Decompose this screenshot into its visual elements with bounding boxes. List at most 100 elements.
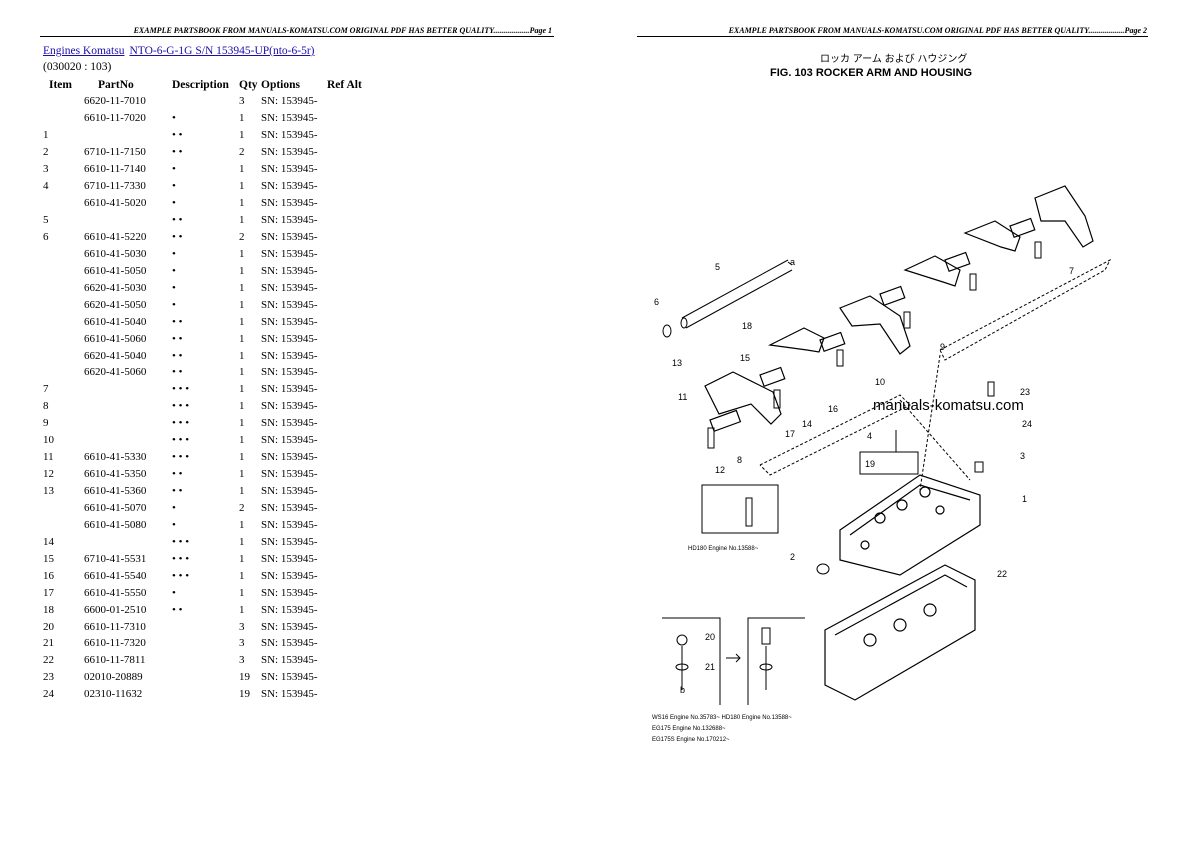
cell-qty: 1 (239, 383, 245, 396)
cell-qty: 1 (239, 552, 245, 565)
cell-options: SN: 153945- (261, 468, 318, 481)
footnote-1: WS16 Engine No.35783~ HD180 Engine No.13… (652, 715, 792, 721)
cell-partno: 6620-11-7010 (84, 95, 146, 108)
cell-ref-alt (327, 313, 377, 330)
rocker-cover (824, 564, 976, 701)
cell-partno: 6610-11-7811 (84, 654, 146, 667)
cell-qty: 1 (239, 332, 245, 345)
rocker-shaft (680, 259, 793, 329)
cell-ref-alt (327, 500, 377, 517)
cell-item: 16 (43, 569, 54, 582)
cell-options: SN: 153945- (261, 569, 318, 582)
cell-partno: 6610-41-5060 (84, 332, 147, 345)
footnote-2: EG175 Engine No.132688~ (652, 726, 726, 732)
cell-ref-alt (327, 229, 377, 246)
cell-ref-alt (327, 144, 377, 161)
cell-item: 14 (43, 535, 54, 548)
parts-table: Item PartNo Description Qty Options Ref … (43, 76, 377, 703)
cell-description: • • • (172, 400, 190, 413)
cell-qty: 1 (239, 214, 245, 227)
inset-box-20-21a (662, 617, 721, 705)
cell-qty: 1 (239, 298, 245, 311)
cell-description (172, 93, 239, 110)
cell-qty: 1 (239, 349, 245, 362)
cell-qty: 1 (239, 366, 245, 379)
callout-10: 10 (875, 377, 885, 387)
watermark-text: manuals-komatsu.com (873, 397, 1024, 414)
cell-ref-alt (327, 618, 377, 635)
callout-5: 5 (715, 262, 720, 272)
cell-partno: 6610-41-5550 (84, 586, 147, 599)
cell-partno: 6710-11-7330 (84, 180, 146, 193)
cell-partno: 6610-41-5360 (84, 485, 147, 498)
cell-description: • • (172, 214, 183, 227)
cell-qty: 1 (239, 434, 245, 447)
cell-partno (84, 381, 172, 398)
cell-ref-alt (327, 279, 377, 296)
cell-options: SN: 153945- (261, 332, 318, 345)
cell-description: • (172, 112, 176, 125)
callout-11a: 11 (678, 392, 687, 402)
cell-item (43, 347, 84, 364)
cell-description: • (172, 197, 176, 210)
cell-options: SN: 153945- (261, 264, 318, 277)
cell-description (172, 686, 239, 703)
diagram-title-jp: ロッカ アーム および ハウジング (820, 52, 967, 65)
cell-partno: 6620-41-5030 (84, 281, 147, 294)
arrow-between-insets (726, 653, 741, 663)
callout-12a: 12 (715, 465, 725, 475)
cell-description: • • (172, 468, 183, 481)
cell-qty: 3 (239, 95, 245, 108)
cell-item: 10 (43, 434, 54, 447)
cell-options: SN: 153945- (261, 620, 318, 633)
cell-item: 15 (43, 552, 54, 565)
callout-16: 16 (828, 404, 838, 414)
title-part-engines[interactable]: Engines Komatsu (43, 45, 125, 57)
cell-qty: 1 (239, 112, 245, 125)
callout-21: 21 (705, 662, 715, 672)
cell-description (172, 652, 239, 669)
callout-17: 17 (785, 429, 795, 439)
cell-qty: 1 (239, 468, 245, 481)
inset-box-17 (701, 484, 779, 534)
cell-description: • • • (172, 417, 190, 430)
cell-description: • • (172, 129, 183, 142)
callout-labels: 1 2 3 4 5 6 7 8 9 10 11 12 13 14 15 16 1… (654, 257, 1074, 695)
callout-b: b (680, 685, 685, 695)
callout-6: 6 (654, 297, 659, 307)
cell-ref-alt (327, 381, 377, 398)
cell-qty: 3 (239, 654, 245, 667)
callout-24: 24 (1022, 419, 1032, 429)
cell-qty: 1 (239, 247, 245, 260)
page-header-right: EXAMPLE PARTSBOOK FROM MANUALS-KOMATSU.C… (728, 26, 1147, 35)
cell-options: SN: 153945- (261, 400, 318, 413)
col-header-description: Description (172, 78, 229, 91)
cell-ref-alt (327, 398, 377, 415)
cell-item (43, 364, 84, 381)
callout-23: 23 (1020, 387, 1030, 397)
cell-options: SN: 153945- (261, 349, 318, 362)
title-part-model[interactable]: NTO-6-G-1G S/N 153945-UP(nto-6-5r) (129, 45, 315, 57)
cell-item (43, 296, 84, 313)
rocker-housing (839, 474, 981, 576)
cell-description: • • (172, 332, 183, 345)
model-title-link[interactable]: Engines Komatsu NTO-6-G-1G S/N 153945-UP(… (43, 45, 320, 57)
cell-item (43, 93, 84, 110)
cell-options: SN: 153945- (261, 552, 318, 565)
table-header-row: Item PartNo Description Qty Options Ref … (43, 76, 377, 93)
cell-item (43, 245, 84, 262)
cell-description: • • • (172, 434, 190, 447)
callout-4: 4 (867, 431, 872, 441)
cell-options: SN: 153945- (261, 451, 318, 464)
cell-item (43, 195, 84, 212)
